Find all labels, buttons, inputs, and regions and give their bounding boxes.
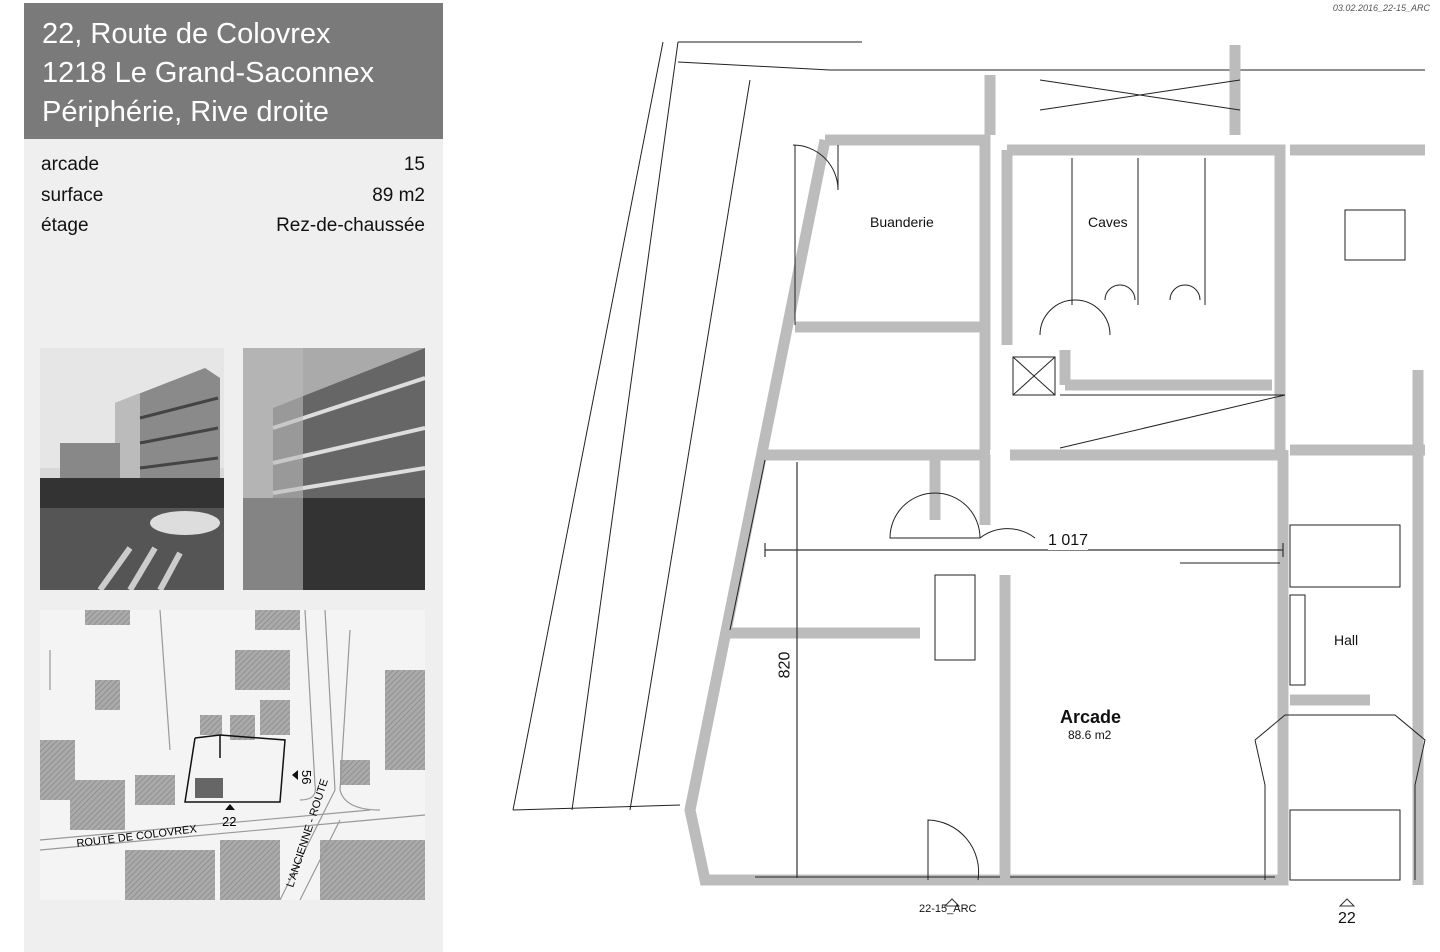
detail-row: étage Rez-de-chaussée <box>41 215 425 237</box>
address-header: 22, Route de Colovrex 1218 Le Grand-Saco… <box>24 3 443 139</box>
plan-stamp: 03.02.2016_22-15_ARC <box>1332 3 1430 13</box>
detail-value: Rez-de-chaussée <box>276 215 425 236</box>
detail-label: arcade <box>41 154 100 175</box>
detail-value: 15 <box>403 154 425 175</box>
detail-label: étage <box>41 215 89 236</box>
address-area: Périphérie, Rive droite <box>42 96 329 128</box>
detail-value: 89 m2 <box>372 185 425 206</box>
room-buanderie: Buanderie <box>870 214 934 230</box>
location-map: 22 56 ROUTE DE COLOVREX L'ANCIENNE - ROU… <box>40 610 425 900</box>
room-hall: Hall <box>1334 632 1359 648</box>
detail-label: surface <box>41 185 104 206</box>
room-caves: Caves <box>1088 214 1128 230</box>
arcade-area: 88.6 m2 <box>1068 728 1112 742</box>
dimension-width: 1 017 <box>1048 532 1089 550</box>
map-number-22: 22 <box>222 814 236 829</box>
address-city: 1218 Le Grand-Saconnex <box>42 57 375 89</box>
building-photo-2 <box>243 348 425 590</box>
dimension-height: 820 <box>776 651 795 679</box>
section-ref: 22-15_ARC <box>919 903 977 915</box>
map-number-56: 56 <box>299 770 314 784</box>
detail-row: arcade 15 <box>41 154 425 176</box>
building-photo-1 <box>40 348 224 590</box>
address-street: 22, Route de Colovrex <box>42 18 331 50</box>
detail-row: surface 89 m2 <box>41 185 425 207</box>
room-arcade: Arcade <box>1060 707 1122 727</box>
entry-number: 22 <box>1338 910 1356 927</box>
